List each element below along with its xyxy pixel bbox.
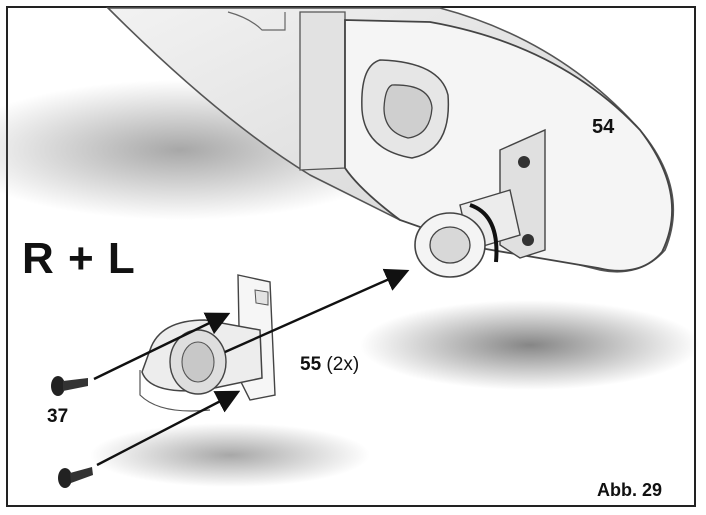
bracket-plate-54 [344,19,673,272]
mounted-clamp [414,189,521,278]
arrow-screw-lower [96,390,241,467]
side-label: R + L [22,234,136,283]
holder-part-55 [139,274,276,412]
arrow-holder-to-clamp [224,268,410,354]
arrow-screw-upper [93,312,231,381]
part-label-55: 55 (2x) [300,354,359,376]
part-label-54: 54 [592,116,615,138]
screw-upper [51,376,88,396]
shadow-lower [90,423,370,487]
part-label-55-qty: (2x) [326,354,360,375]
screw-lower [58,467,93,488]
part-label-55-number: 55 [300,354,322,375]
shadow-right [360,300,700,390]
figure-label: Abb. 29 [597,480,663,500]
part-label-37: 37 [47,406,69,427]
